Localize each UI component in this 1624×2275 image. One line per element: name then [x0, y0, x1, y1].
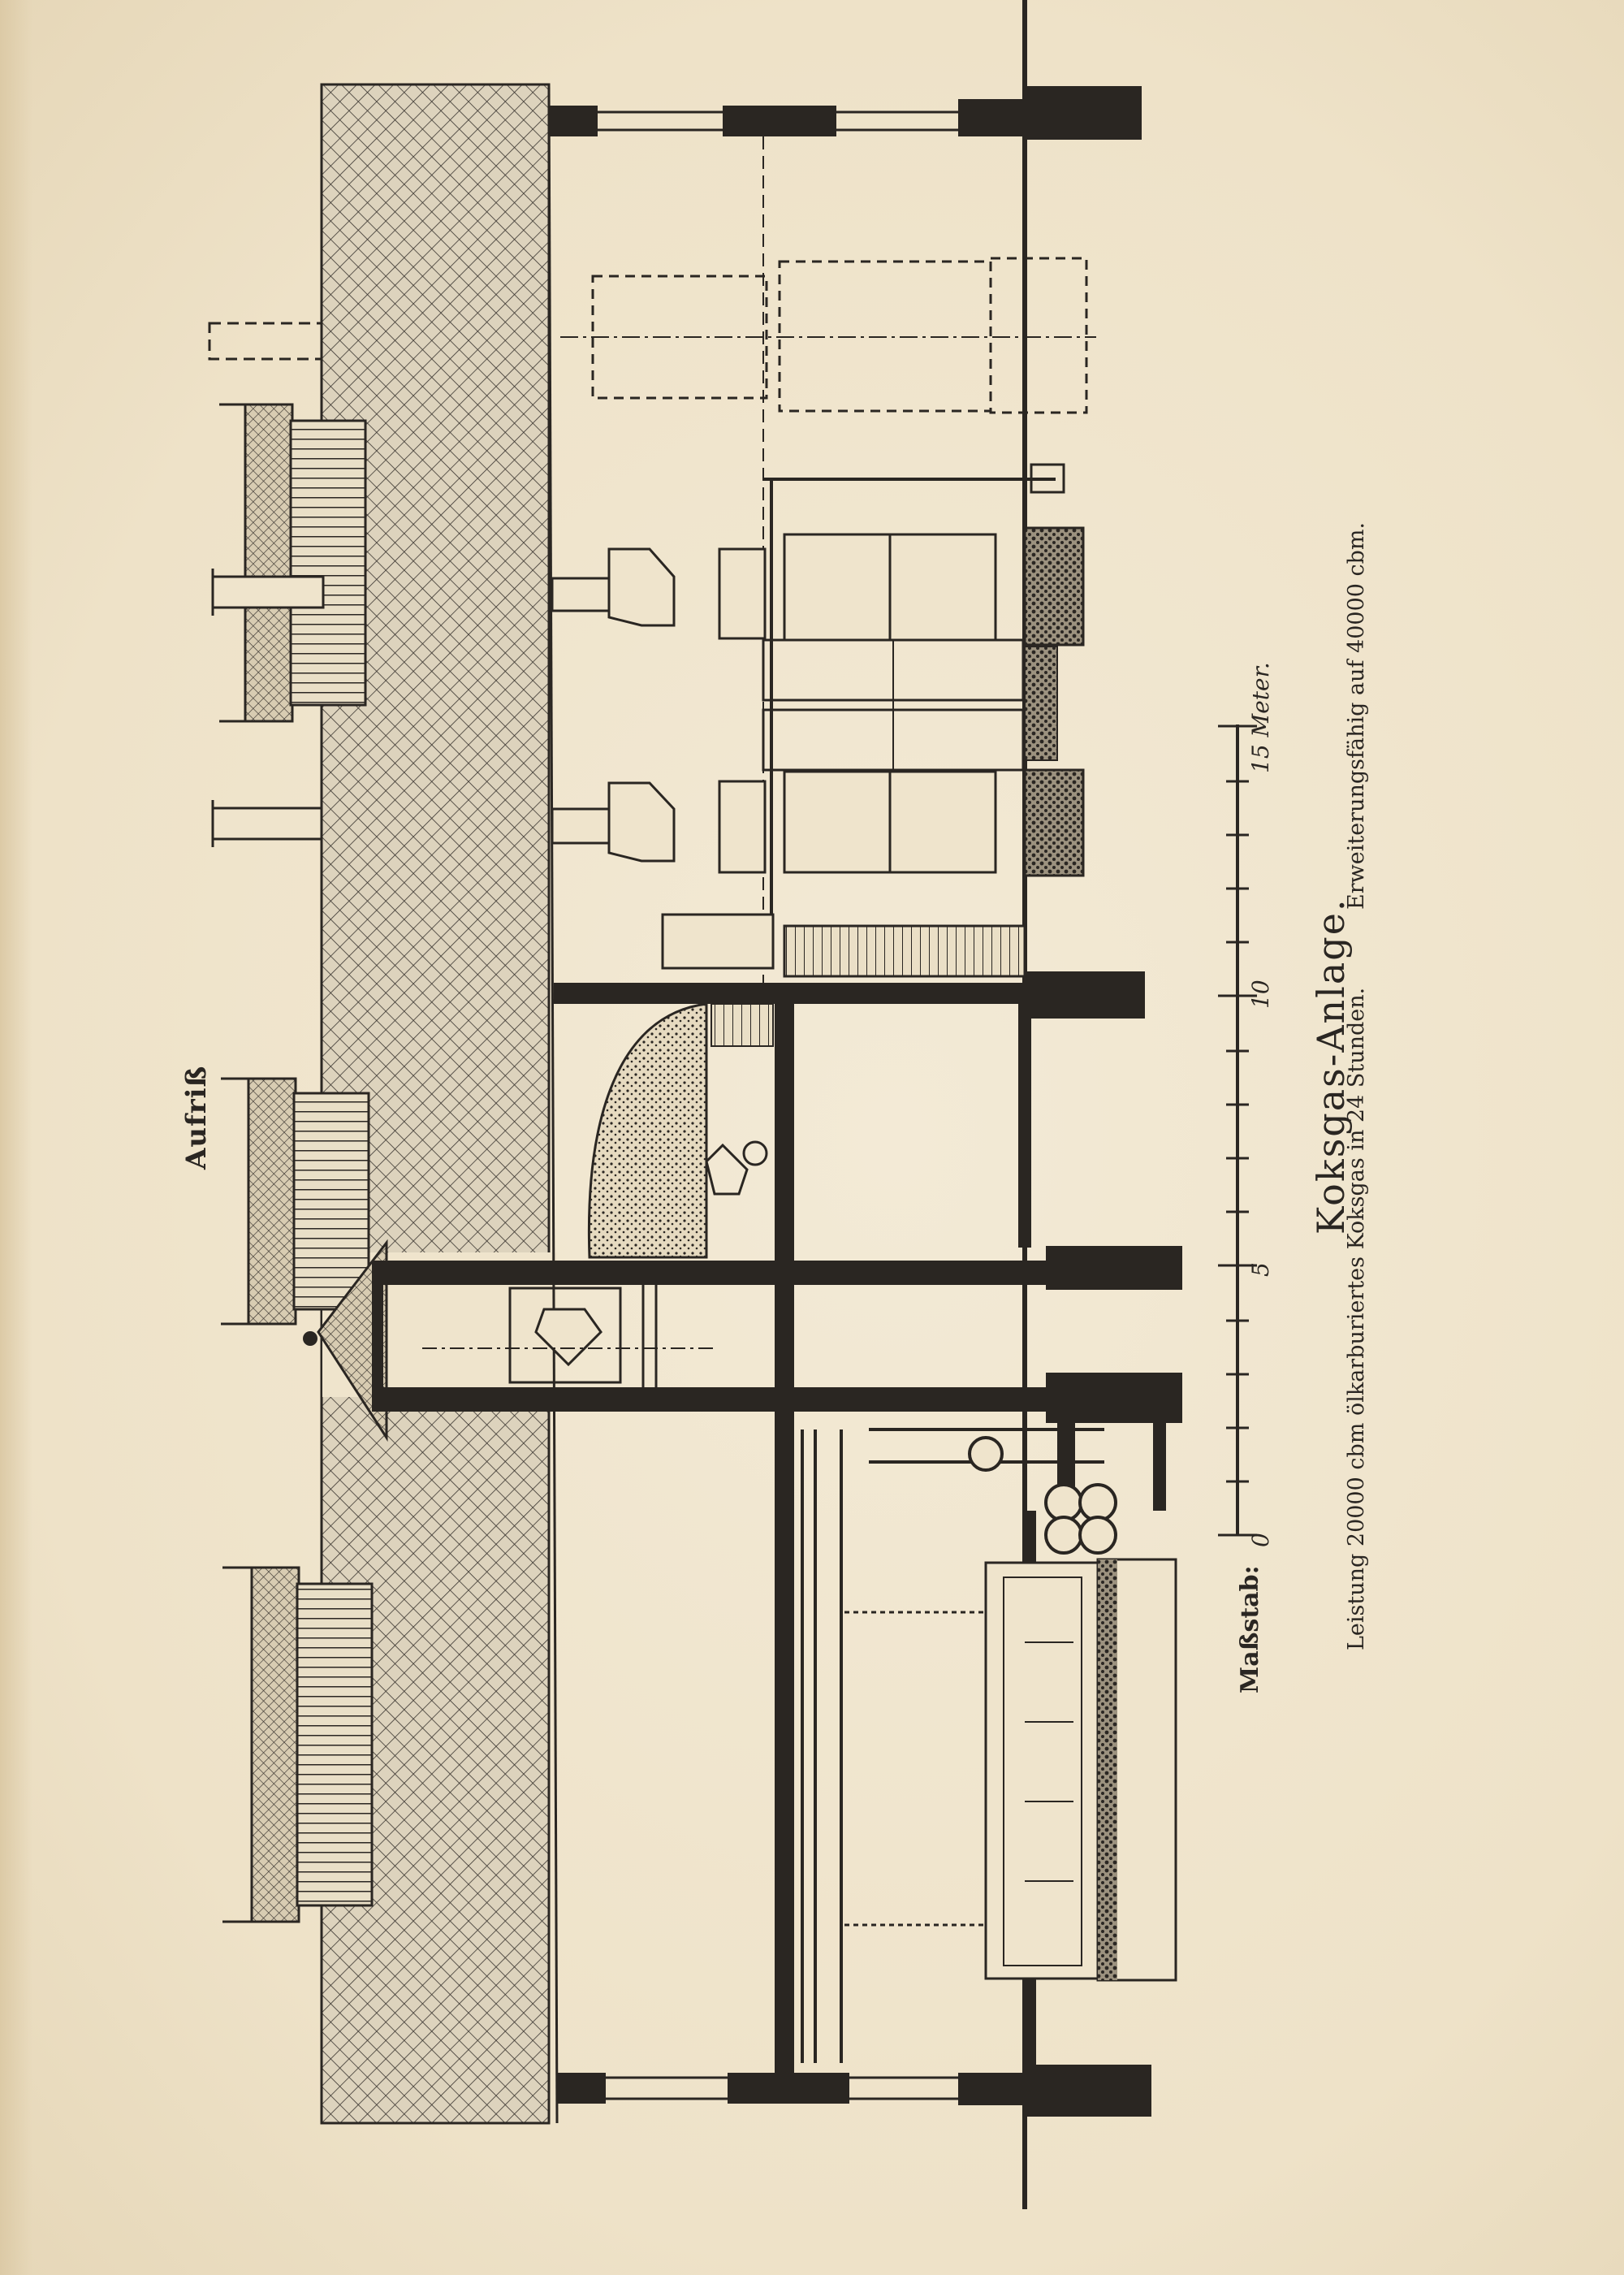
ridge-turret [303, 1239, 388, 1442]
scale-tick-label: 10 [1247, 980, 1274, 1009]
capacity-caption: Leistung 20000 cbm ölkarburiertes Koksga… [1344, 987, 1369, 1650]
floor-slabs [372, 971, 1182, 2097]
roof-chimneys [208, 322, 325, 847]
scrubbers [551, 547, 1026, 978]
gas-generators [762, 463, 1085, 926]
view-label: Aufriß [180, 1065, 213, 1170]
scale-tick-label: 0 [1247, 1533, 1274, 1547]
pipework [801, 1428, 1117, 2063]
stair-turret [422, 1285, 781, 1387]
scale-tick-label: 5 [1247, 1262, 1274, 1277]
coke-pile [587, 1002, 774, 1259]
retort-bench [984, 1558, 1177, 1982]
page-edge-shadow [0, 0, 32, 2275]
roof-vents [219, 403, 374, 1923]
expansion-caption: Erweiterungsfähig auf 40000 cbm. [1344, 521, 1369, 910]
scale-tick-label: 15 Meter. [1247, 662, 1274, 773]
scale-bar [1218, 724, 1257, 1537]
scale-label: Maßstab: [1236, 1565, 1264, 1693]
